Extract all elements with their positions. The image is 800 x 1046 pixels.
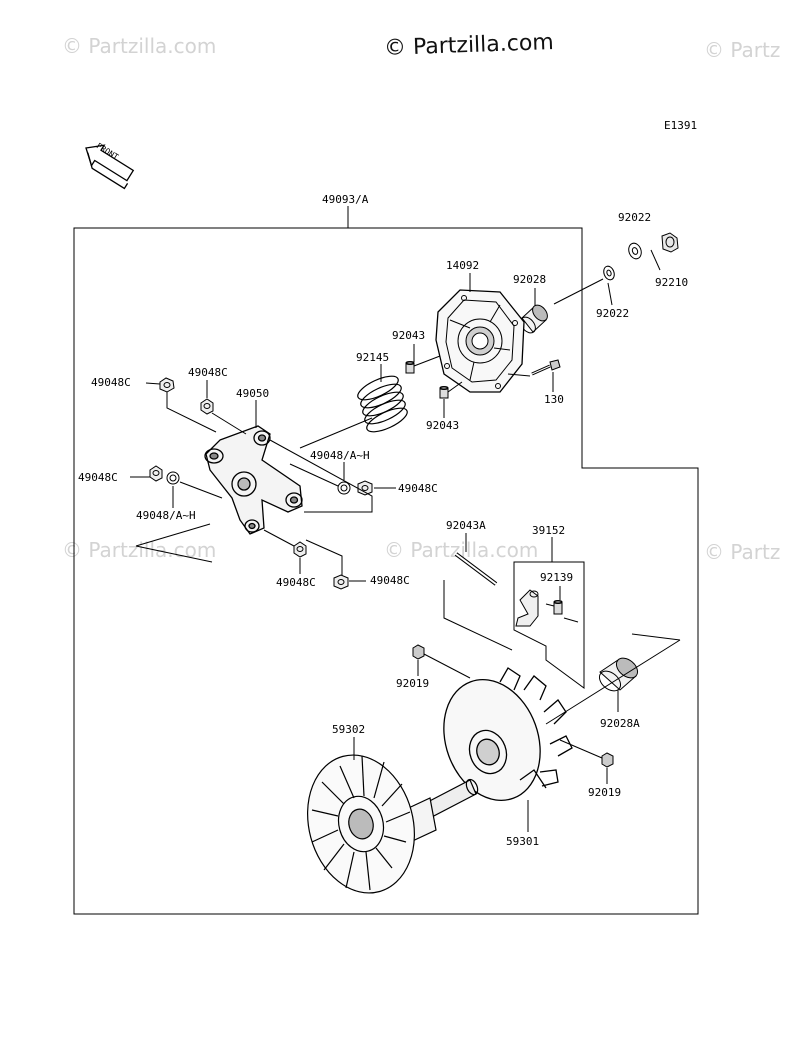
- watermark-text: © Partzilla.com: [62, 34, 217, 58]
- sheave-59302: [307, 754, 479, 894]
- part-label: 92139: [540, 571, 574, 584]
- pin-92043-top: [405, 361, 415, 374]
- weight-assy-box: [513, 561, 585, 689]
- pin-92139: [553, 600, 563, 615]
- roller-49048-b: [337, 481, 351, 495]
- part-label: 14092: [446, 259, 480, 272]
- part-label: 49048/A~H: [310, 449, 370, 462]
- cap-49048c-c: [149, 465, 163, 482]
- part-label: 92043A: [446, 519, 486, 532]
- part-label: 92022: [596, 307, 630, 320]
- part-label: 49093/A: [322, 193, 369, 206]
- part-label: 59301: [506, 835, 540, 848]
- part-label: 130: [544, 393, 564, 406]
- diagram-code: E1391: [664, 119, 698, 132]
- bushing-92028a: [598, 657, 639, 692]
- part-label: 92028: [513, 273, 547, 286]
- cap-49048c-f: [333, 574, 349, 590]
- part-label: 49048C: [370, 574, 410, 587]
- watermark-text: © Partz: [704, 540, 781, 564]
- part-label: 92028A: [600, 717, 640, 730]
- sheave-59301: [443, 667, 573, 801]
- part-label: 92043: [426, 419, 460, 432]
- part-label: 49048C: [276, 576, 316, 589]
- part-label: 59302: [332, 723, 366, 736]
- assembly-frame: [73, 227, 699, 915]
- spider-49050: [204, 425, 303, 535]
- nut-92019-a: [412, 644, 425, 660]
- roller-49048-a: [166, 471, 180, 485]
- part-label: 49050: [236, 387, 270, 400]
- part-label: 92019: [588, 786, 622, 799]
- part-label: 49048/A~H: [136, 509, 196, 522]
- spring-92145: [357, 375, 408, 433]
- bolt-130: [531, 359, 561, 376]
- part-label: 49048C: [188, 366, 228, 379]
- part-label: 49048C: [78, 471, 118, 484]
- cap-49048c-b: [200, 398, 214, 415]
- weight-92139: [515, 589, 539, 627]
- cap-49048c-d: [357, 480, 373, 496]
- part-label: 92043: [392, 329, 426, 342]
- cap-49048c-e: [293, 541, 307, 558]
- cap-49048c-a: [159, 377, 175, 393]
- nut-92019-b: [601, 752, 614, 768]
- watermark-text: © Partz: [704, 38, 781, 62]
- part-label: 49048C: [91, 376, 131, 389]
- pin-92043-bottom: [439, 386, 449, 399]
- part-label: 92210: [655, 276, 689, 289]
- part-label: 92145: [356, 351, 390, 364]
- washer-92022-bottom: [603, 265, 615, 281]
- front-arrow-icon: [85, 144, 135, 190]
- washer-92022-top: [628, 242, 642, 260]
- shaft-92043a: [454, 552, 498, 586]
- part-label: 92022: [618, 211, 652, 224]
- part-label: 49048C: [398, 482, 438, 495]
- cover-14092: [435, 289, 525, 393]
- part-label: 92019: [396, 677, 430, 690]
- nut-92210: [661, 232, 679, 253]
- part-label: 39152: [532, 524, 566, 537]
